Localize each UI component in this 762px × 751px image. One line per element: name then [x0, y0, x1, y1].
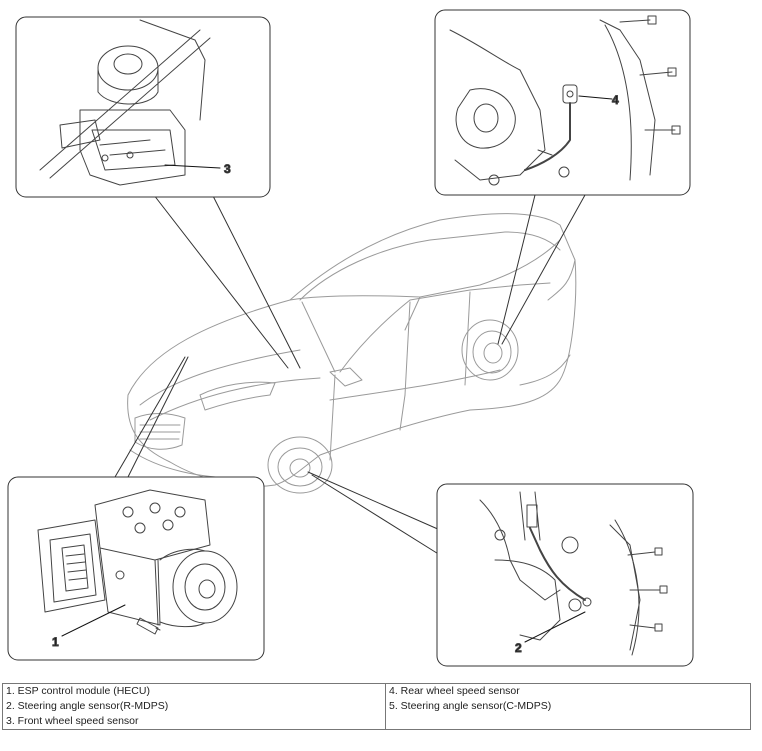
car-illustration — [127, 213, 577, 494]
rear-sensor-drawing — [449, 15, 681, 186]
callout-3: 3 — [224, 162, 231, 176]
callout-4: 4 — [612, 93, 619, 107]
legend-item-empty — [385, 714, 751, 730]
front-sensor-drawing — [39, 19, 221, 186]
panel-rear-wheel-speed-sensor: 4 — [434, 9, 691, 196]
legend-item-1: 1. ESP control module (HECU) — [2, 683, 386, 699]
legend-item-2: 2. Steering angle sensor(R-MDPS) — [2, 699, 386, 714]
legend-row: 3. Front wheel speed sensor — [2, 714, 751, 730]
callout-1: 1 — [52, 635, 59, 649]
legend-item-4: 4. Rear wheel speed sensor — [385, 683, 751, 699]
leader-lines — [114, 189, 586, 556]
legend-item-3: 3. Front wheel speed sensor — [2, 714, 386, 730]
hecu-drawing — [37, 489, 238, 637]
legend-row: 1. ESP control module (HECU) 4. Rear whe… — [2, 683, 751, 699]
steering-sensor-drawing — [479, 491, 668, 656]
legend-row: 2. Steering angle sensor(R-MDPS) 5. Stee… — [2, 699, 751, 714]
panel-steering-angle-sensor: 2 — [436, 483, 694, 667]
panel-esp-control-module: 1 — [7, 476, 265, 661]
component-location-diagram: 3 — [7, 9, 694, 667]
callout-2: 2 — [515, 641, 522, 655]
legend-item-5: 5. Steering angle sensor(C-MDPS) — [385, 699, 751, 714]
legend-table: 1. ESP control module (HECU) 4. Rear whe… — [2, 683, 751, 730]
panel-front-wheel-speed-sensor: 3 — [15, 16, 271, 198]
